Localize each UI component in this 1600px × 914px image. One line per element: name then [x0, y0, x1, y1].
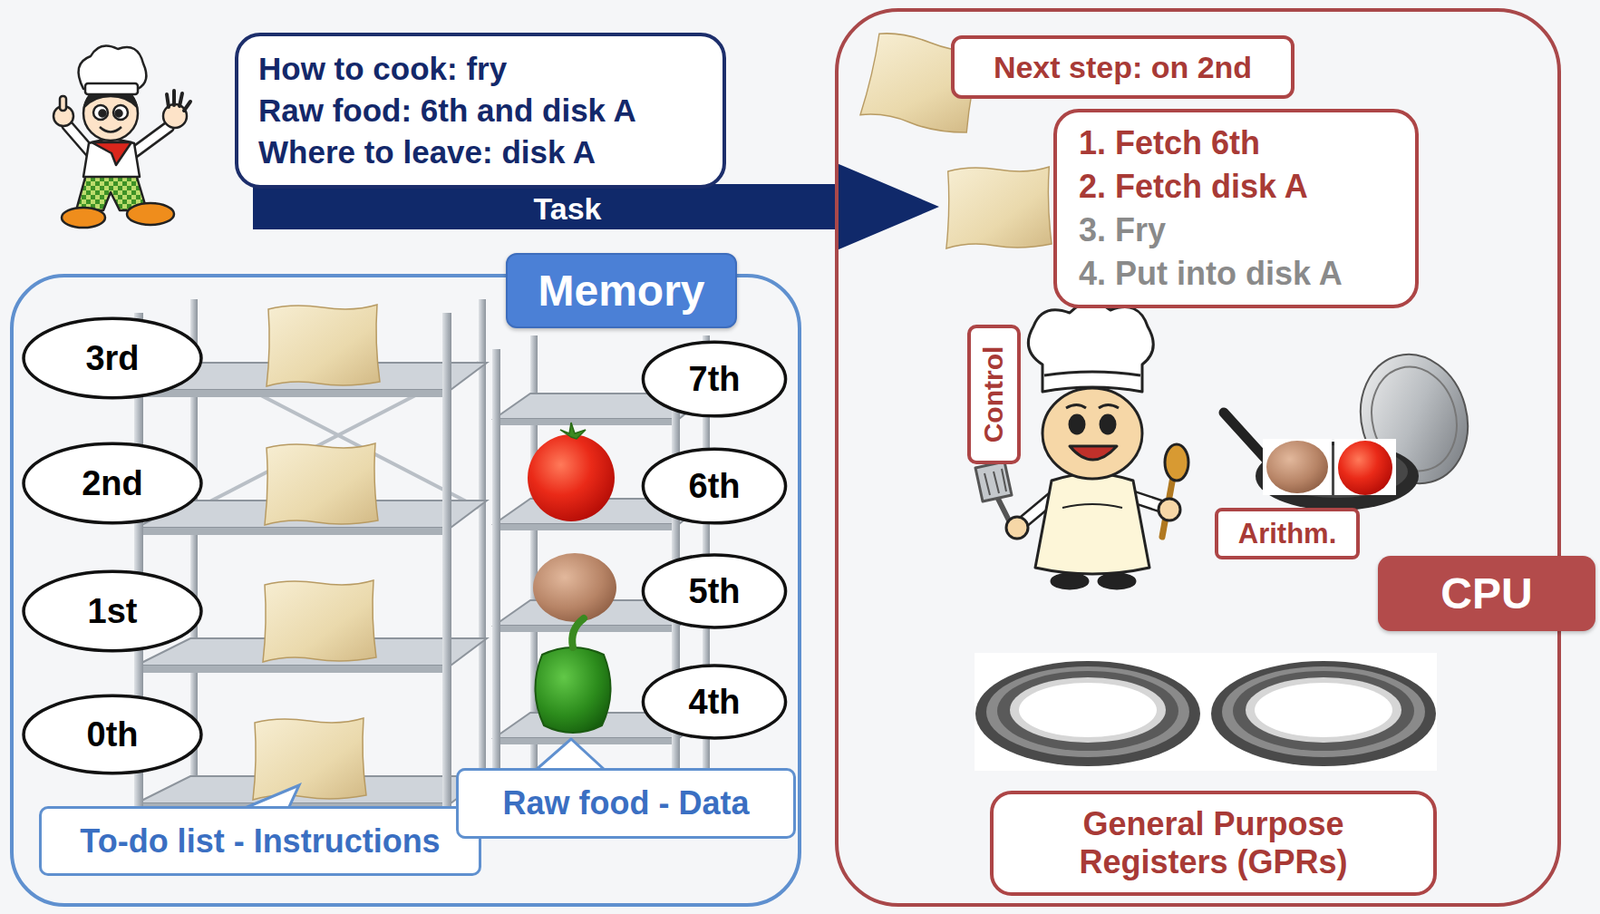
- ellipse-shape: [642, 554, 786, 628]
- address-ellipse: 0th: [20, 693, 204, 776]
- node-text: 2nd: [81, 464, 144, 504]
- ellipse-shape: [642, 448, 786, 524]
- node-text: Arithm.: [1238, 517, 1338, 551]
- next-step-box: Next step: on 2nd: [950, 35, 1295, 99]
- node-text: 6th: [688, 466, 741, 506]
- address-ellipse: 2nd: [20, 441, 204, 525]
- callout-box: Raw food - Data: [455, 767, 796, 839]
- ellipse-shape: [23, 318, 202, 398]
- frying-pan: [1223, 341, 1483, 511]
- node-text: 1. Fetch 6th: [1078, 121, 1261, 165]
- node-text: Raw food: 6th and disk A: [258, 89, 637, 132]
- node-text: 7th: [688, 359, 741, 399]
- address-ellipse: 3rd: [20, 316, 204, 400]
- edge-label: Task: [528, 190, 608, 227]
- instruction-list: 1. Fetch 6th2. Fetch disk A3. Fry4. Put …: [1053, 108, 1419, 309]
- plates: [974, 652, 1437, 771]
- address-ellipse: 7th: [640, 339, 788, 418]
- shelf-rack: [134, 299, 711, 821]
- register-label: General Purpose Registers (GPRs): [989, 790, 1437, 896]
- node-text: 3. Fry: [1078, 208, 1166, 253]
- node-text: 2. Fetch disk A: [1078, 164, 1309, 209]
- node-text: How to cook: fry: [258, 48, 507, 90]
- ellipse-shape: [642, 341, 786, 417]
- node-text: 0th: [87, 715, 139, 755]
- ellipse-shape: [23, 443, 202, 523]
- tomato: [527, 422, 615, 522]
- region-heading: Memory: [505, 252, 737, 329]
- node-text: 1st: [87, 591, 138, 631]
- node-text: 4. Put into disk A: [1078, 252, 1343, 296]
- node-text: General Purpose Registers (GPRs): [1032, 804, 1396, 882]
- pepper: [534, 618, 611, 733]
- ellipse-shape: [23, 695, 202, 774]
- control-label: Control: [967, 324, 1021, 465]
- address-ellipse: 6th: [640, 446, 788, 525]
- egg: [533, 552, 617, 622]
- ellipse-shape: [23, 571, 202, 650]
- node-text: Control: [979, 346, 1010, 444]
- address-ellipse: 4th: [640, 663, 788, 740]
- cpu-region: CPUNext step: on 2nd1. Fetch 6th2. Fetch…: [834, 8, 1562, 907]
- address-ellipse: 5th: [640, 552, 788, 630]
- node-text: To-do list - Instructions: [79, 822, 440, 861]
- node-text: 3rd: [85, 339, 139, 379]
- arithmetic-label: Arithm.: [1214, 507, 1360, 560]
- chef-figure: [53, 45, 191, 228]
- region-heading: CPU: [1377, 555, 1596, 631]
- node-text: 5th: [688, 572, 741, 611]
- callout-box: To-do list - Instructions: [38, 805, 482, 876]
- node-text: Next step: on 2nd: [993, 49, 1252, 86]
- node-text: 4th: [688, 682, 741, 722]
- memory-region: Memory3rd2nd1st0th7th6th5th4thTo-do list…: [9, 273, 802, 907]
- instruction-paper: [252, 304, 380, 800]
- address-ellipse: 1st: [20, 569, 204, 653]
- node-text: Where to leave: disk A: [258, 131, 596, 174]
- node-text: Raw food - Data: [502, 784, 749, 823]
- ellipse-shape: [642, 665, 786, 738]
- task-box: How to cook: fryRaw food: 6th and disk A…: [234, 32, 727, 189]
